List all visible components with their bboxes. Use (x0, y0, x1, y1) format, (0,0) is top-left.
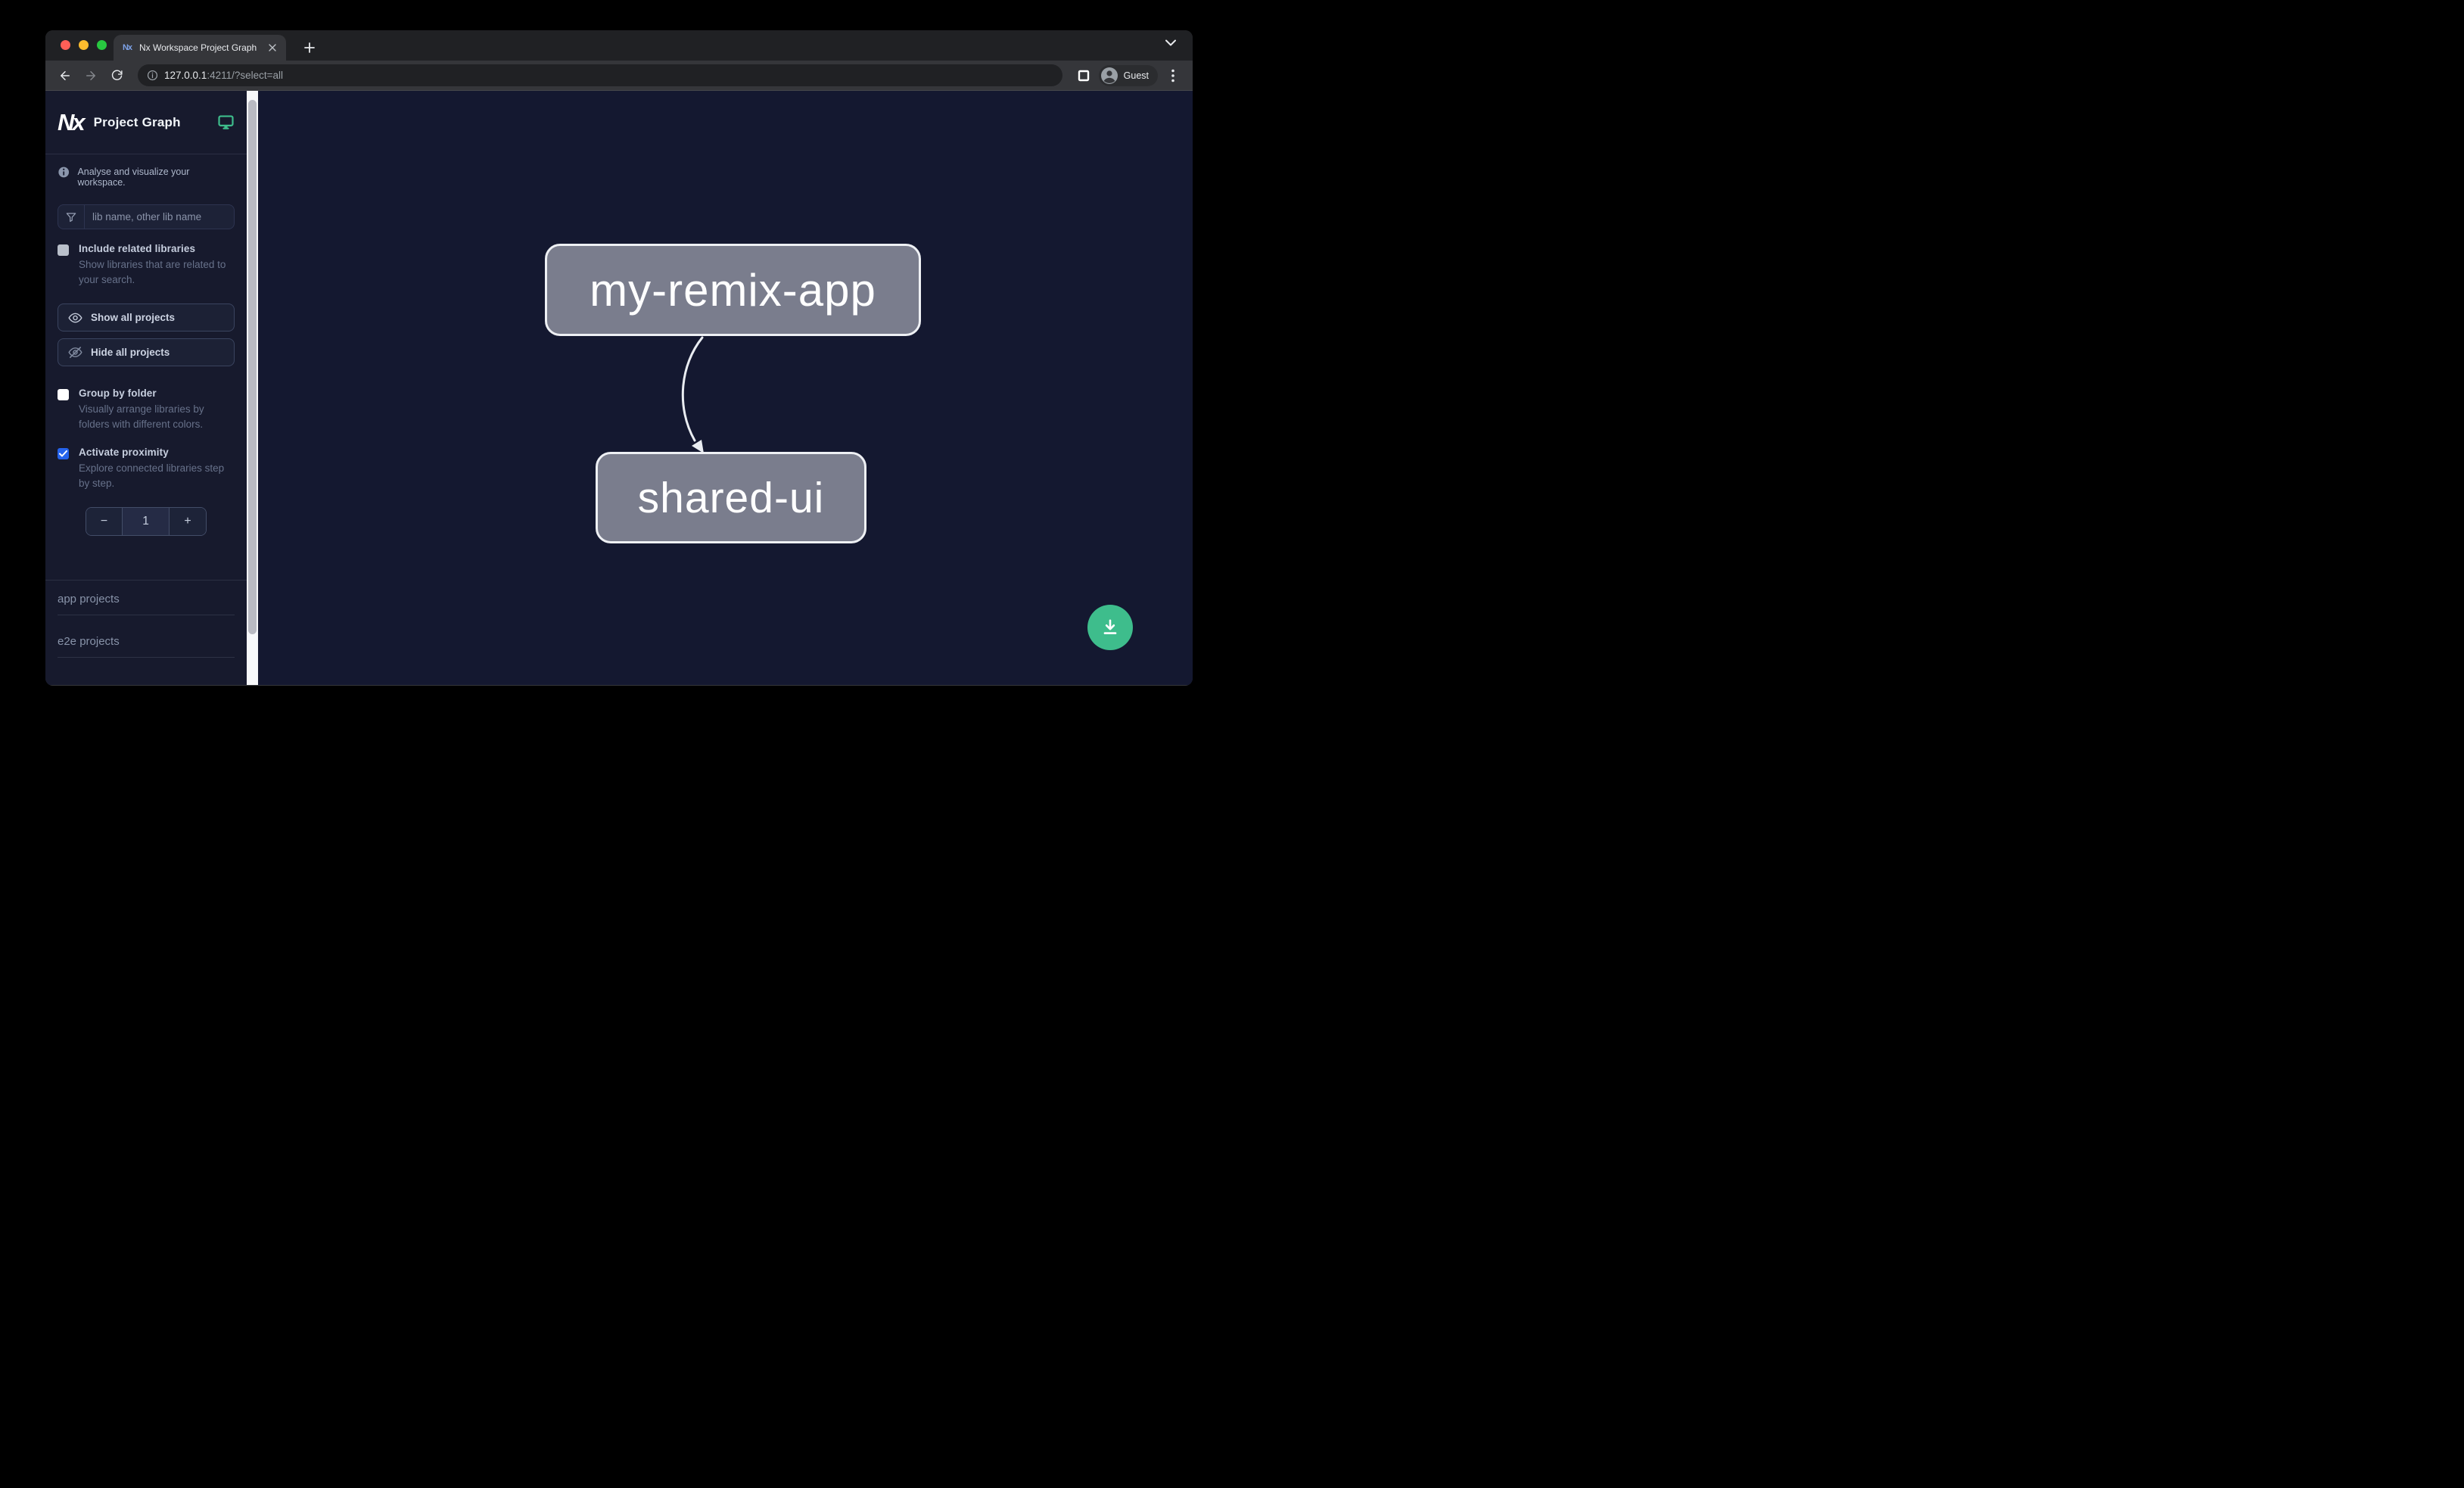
nx-logo: Nx (58, 108, 86, 135)
checkbox-label[interactable]: Include related libraries (79, 243, 196, 254)
checkbox-description: Visually arrange libraries by folders wi… (79, 403, 204, 430)
show-all-projects-button[interactable]: Show all projects (58, 304, 235, 332)
filter-input[interactable] (85, 205, 234, 229)
group-by-folder-checkbox[interactable] (58, 389, 69, 401)
proximity-value: 1 (123, 508, 170, 536)
browser-toolbar: 127.0.0.1:4211/?select=all Guest (45, 61, 1193, 91)
edge-my-remix-app-to-shared-ui (681, 336, 704, 453)
nx-favicon-icon: Nx (122, 43, 132, 52)
tab-close-icon[interactable] (266, 42, 278, 54)
activate-proximity-row: Activate proximity Explore connected lib… (45, 431, 247, 490)
back-button[interactable] (54, 65, 76, 86)
button-label: Hide all projects (91, 347, 170, 359)
traffic-lights (61, 40, 107, 50)
reload-button[interactable] (106, 65, 127, 86)
node-label: my-remix-app (590, 264, 876, 316)
checkbox-label[interactable]: Group by folder (79, 388, 157, 400)
sidebar-divider (45, 580, 247, 581)
profile-button[interactable]: Guest (1098, 64, 1158, 86)
proximity-stepper: − 1 + (86, 507, 207, 537)
project-graph-canvas[interactable]: my-remix-app shared-ui (258, 91, 1193, 685)
scrollbar-thumb[interactable] (248, 100, 257, 634)
e2e-projects-section: e2e projects (45, 632, 247, 658)
sidebar: Nx Project Graph Analyse and visualize (45, 91, 247, 685)
avatar (1100, 67, 1118, 84)
tab-search-chevron-down-icon[interactable] (1165, 39, 1176, 46)
section-label: e2e projects (58, 635, 235, 658)
check-icon (59, 450, 67, 457)
activate-proximity-checkbox[interactable] (58, 448, 69, 460)
filter-funnel-icon (58, 205, 85, 229)
address-bar[interactable]: 127.0.0.1:4211/?select=all (138, 64, 1062, 86)
proximity-decrement-button[interactable]: − (86, 508, 123, 536)
eye-off-icon (68, 347, 82, 359)
page-title: Project Graph (93, 114, 181, 129)
browser-window: Nx Nx Workspace Project Graph 127.0.0.1:… (45, 30, 1193, 686)
node-label: shared-ui (637, 473, 825, 522)
info-icon (58, 167, 70, 178)
section-label: app projects (58, 593, 235, 616)
app-projects-section: app projects (45, 581, 247, 616)
workspace-tagline-row: Analyse and visualize your workspace. (45, 154, 247, 192)
hide-all-projects-button[interactable]: Hide all projects (58, 338, 235, 367)
profile-label: Guest (1123, 70, 1149, 81)
tab-title: Nx Workspace Project Graph (139, 42, 257, 53)
sidebar-scrollbar[interactable] (247, 91, 258, 685)
filter-input-group (58, 204, 235, 229)
eye-icon (68, 313, 82, 323)
checkbox-label[interactable]: Activate proximity (79, 447, 169, 459)
include-related-checkbox[interactable] (58, 244, 69, 256)
minimize-window-button[interactable] (79, 40, 89, 50)
forward-button[interactable] (80, 65, 101, 86)
group-by-folder-row: Group by folder Visually arrange librari… (45, 371, 247, 431)
graph-node-my-remix-app[interactable]: my-remix-app (545, 244, 921, 336)
checkbox-description: Explore connected libraries step by step… (79, 462, 225, 489)
sidebar-header: Nx Project Graph (45, 91, 247, 154)
workspace-tagline: Analyse and visualize your workspace. (77, 167, 190, 188)
site-info-icon[interactable] (147, 70, 158, 81)
browser-menu-kebab-icon[interactable] (1162, 65, 1184, 86)
monitor-icon[interactable] (217, 114, 235, 131)
graph-node-shared-ui[interactable]: shared-ui (596, 452, 866, 543)
proximity-increment-button[interactable]: + (170, 508, 206, 536)
new-tab-button[interactable] (300, 38, 319, 58)
zoom-window-button[interactable] (97, 40, 107, 50)
tab-strip: Nx Nx Workspace Project Graph (45, 30, 1193, 61)
close-window-button[interactable] (61, 40, 70, 50)
url-text: 127.0.0.1:4211/?select=all (164, 70, 284, 81)
include-related-libraries-row: Include related libraries Show libraries… (45, 232, 247, 287)
side-panel-icon[interactable] (1073, 65, 1094, 86)
checkbox-description: Show libraries that are related to your … (79, 259, 226, 285)
download-graph-button[interactable] (1087, 605, 1133, 650)
download-icon (1103, 619, 1117, 634)
browser-tab[interactable]: Nx Nx Workspace Project Graph (114, 35, 286, 61)
button-label: Show all projects (91, 312, 176, 324)
